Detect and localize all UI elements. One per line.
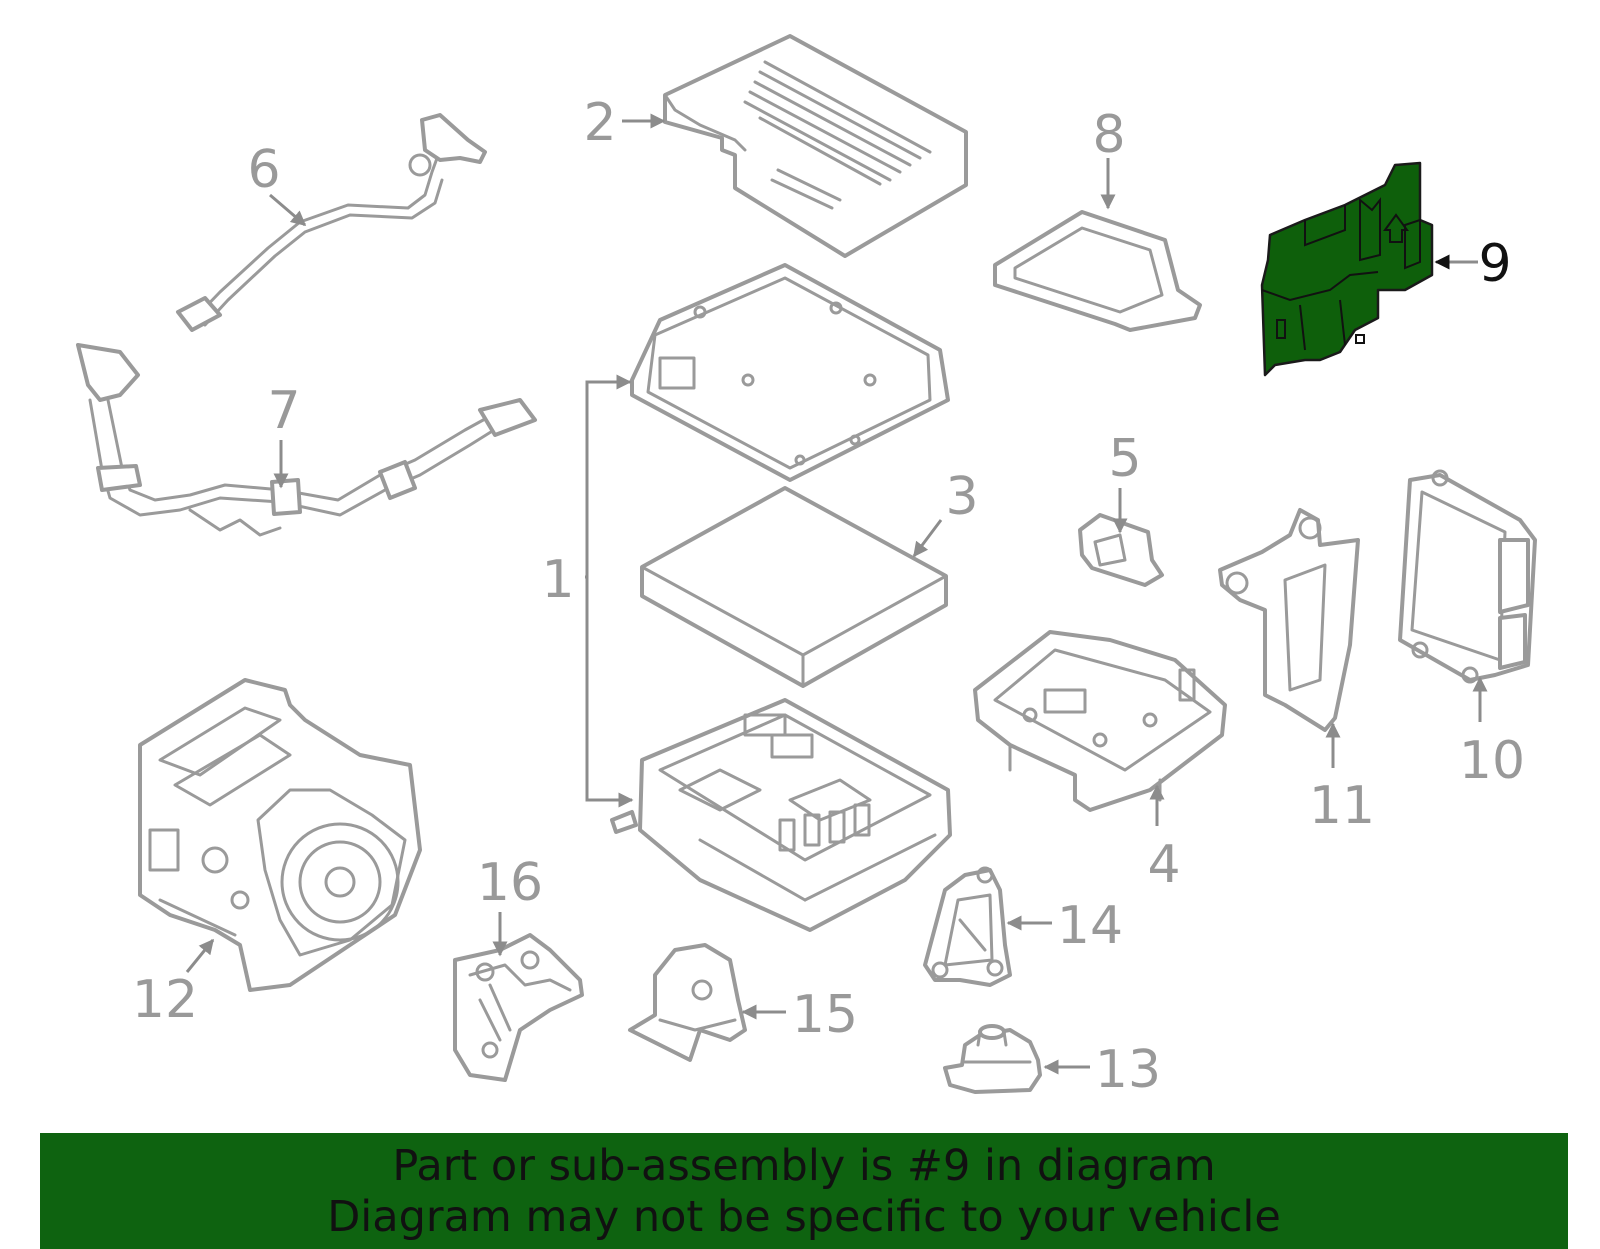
callout-8: 8: [1092, 105, 1125, 165]
part-15-mount[interactable]: [628, 943, 747, 1062]
callout-14: 14: [1057, 896, 1123, 956]
part-8-tray[interactable]: [993, 210, 1202, 332]
part-2-cover[interactable]: [663, 34, 968, 258]
part-6-harness[interactable]: [176, 113, 487, 332]
part-1-housing-bottom[interactable]: [610, 698, 952, 932]
banner-line-1: Part or sub-assembly is #9 in diagram: [392, 1141, 1216, 1191]
part-9-highlighted[interactable]: [1260, 161, 1434, 377]
info-banner: Part or sub-assembly is #9 in diagram Di…: [40, 1133, 1568, 1249]
callout-6: 6: [247, 140, 280, 200]
callout-7: 7: [267, 381, 300, 441]
callout-labels: 1 2 3 4 5 6 7 8 9 10 11 12 13 14 15 16: [132, 93, 1525, 1100]
part-14-bracket[interactable]: [923, 866, 1012, 987]
part-4-module[interactable]: [973, 630, 1227, 812]
part-16-mount[interactable]: [453, 933, 584, 1082]
part-13-damper[interactable]: [943, 1024, 1042, 1094]
part-7-harness[interactable]: [76, 343, 537, 537]
callout-10: 10: [1459, 731, 1525, 791]
callout-1: 1: [541, 550, 574, 610]
part-11-bracket[interactable]: [1218, 508, 1360, 732]
callout-15: 15: [792, 985, 858, 1045]
part-12-motor[interactable]: [138, 678, 422, 992]
callout-12: 12: [132, 970, 198, 1030]
callout-3: 3: [945, 467, 978, 527]
part-10-ecu[interactable]: [1398, 469, 1537, 684]
callout-16: 16: [477, 853, 543, 913]
part-3-plate[interactable]: [640, 486, 948, 688]
leader-lines: [185, 113, 1488, 1075]
callout-9: 9: [1478, 234, 1511, 294]
callout-4: 4: [1147, 835, 1180, 895]
banner-line-2: Diagram may not be specific to your vehi…: [327, 1192, 1281, 1242]
callout-13: 13: [1095, 1040, 1161, 1100]
callout-11: 11: [1309, 776, 1375, 836]
callout-2: 2: [583, 93, 616, 153]
part-1-housing-top[interactable]: [630, 263, 950, 482]
callout-5: 5: [1108, 429, 1141, 489]
